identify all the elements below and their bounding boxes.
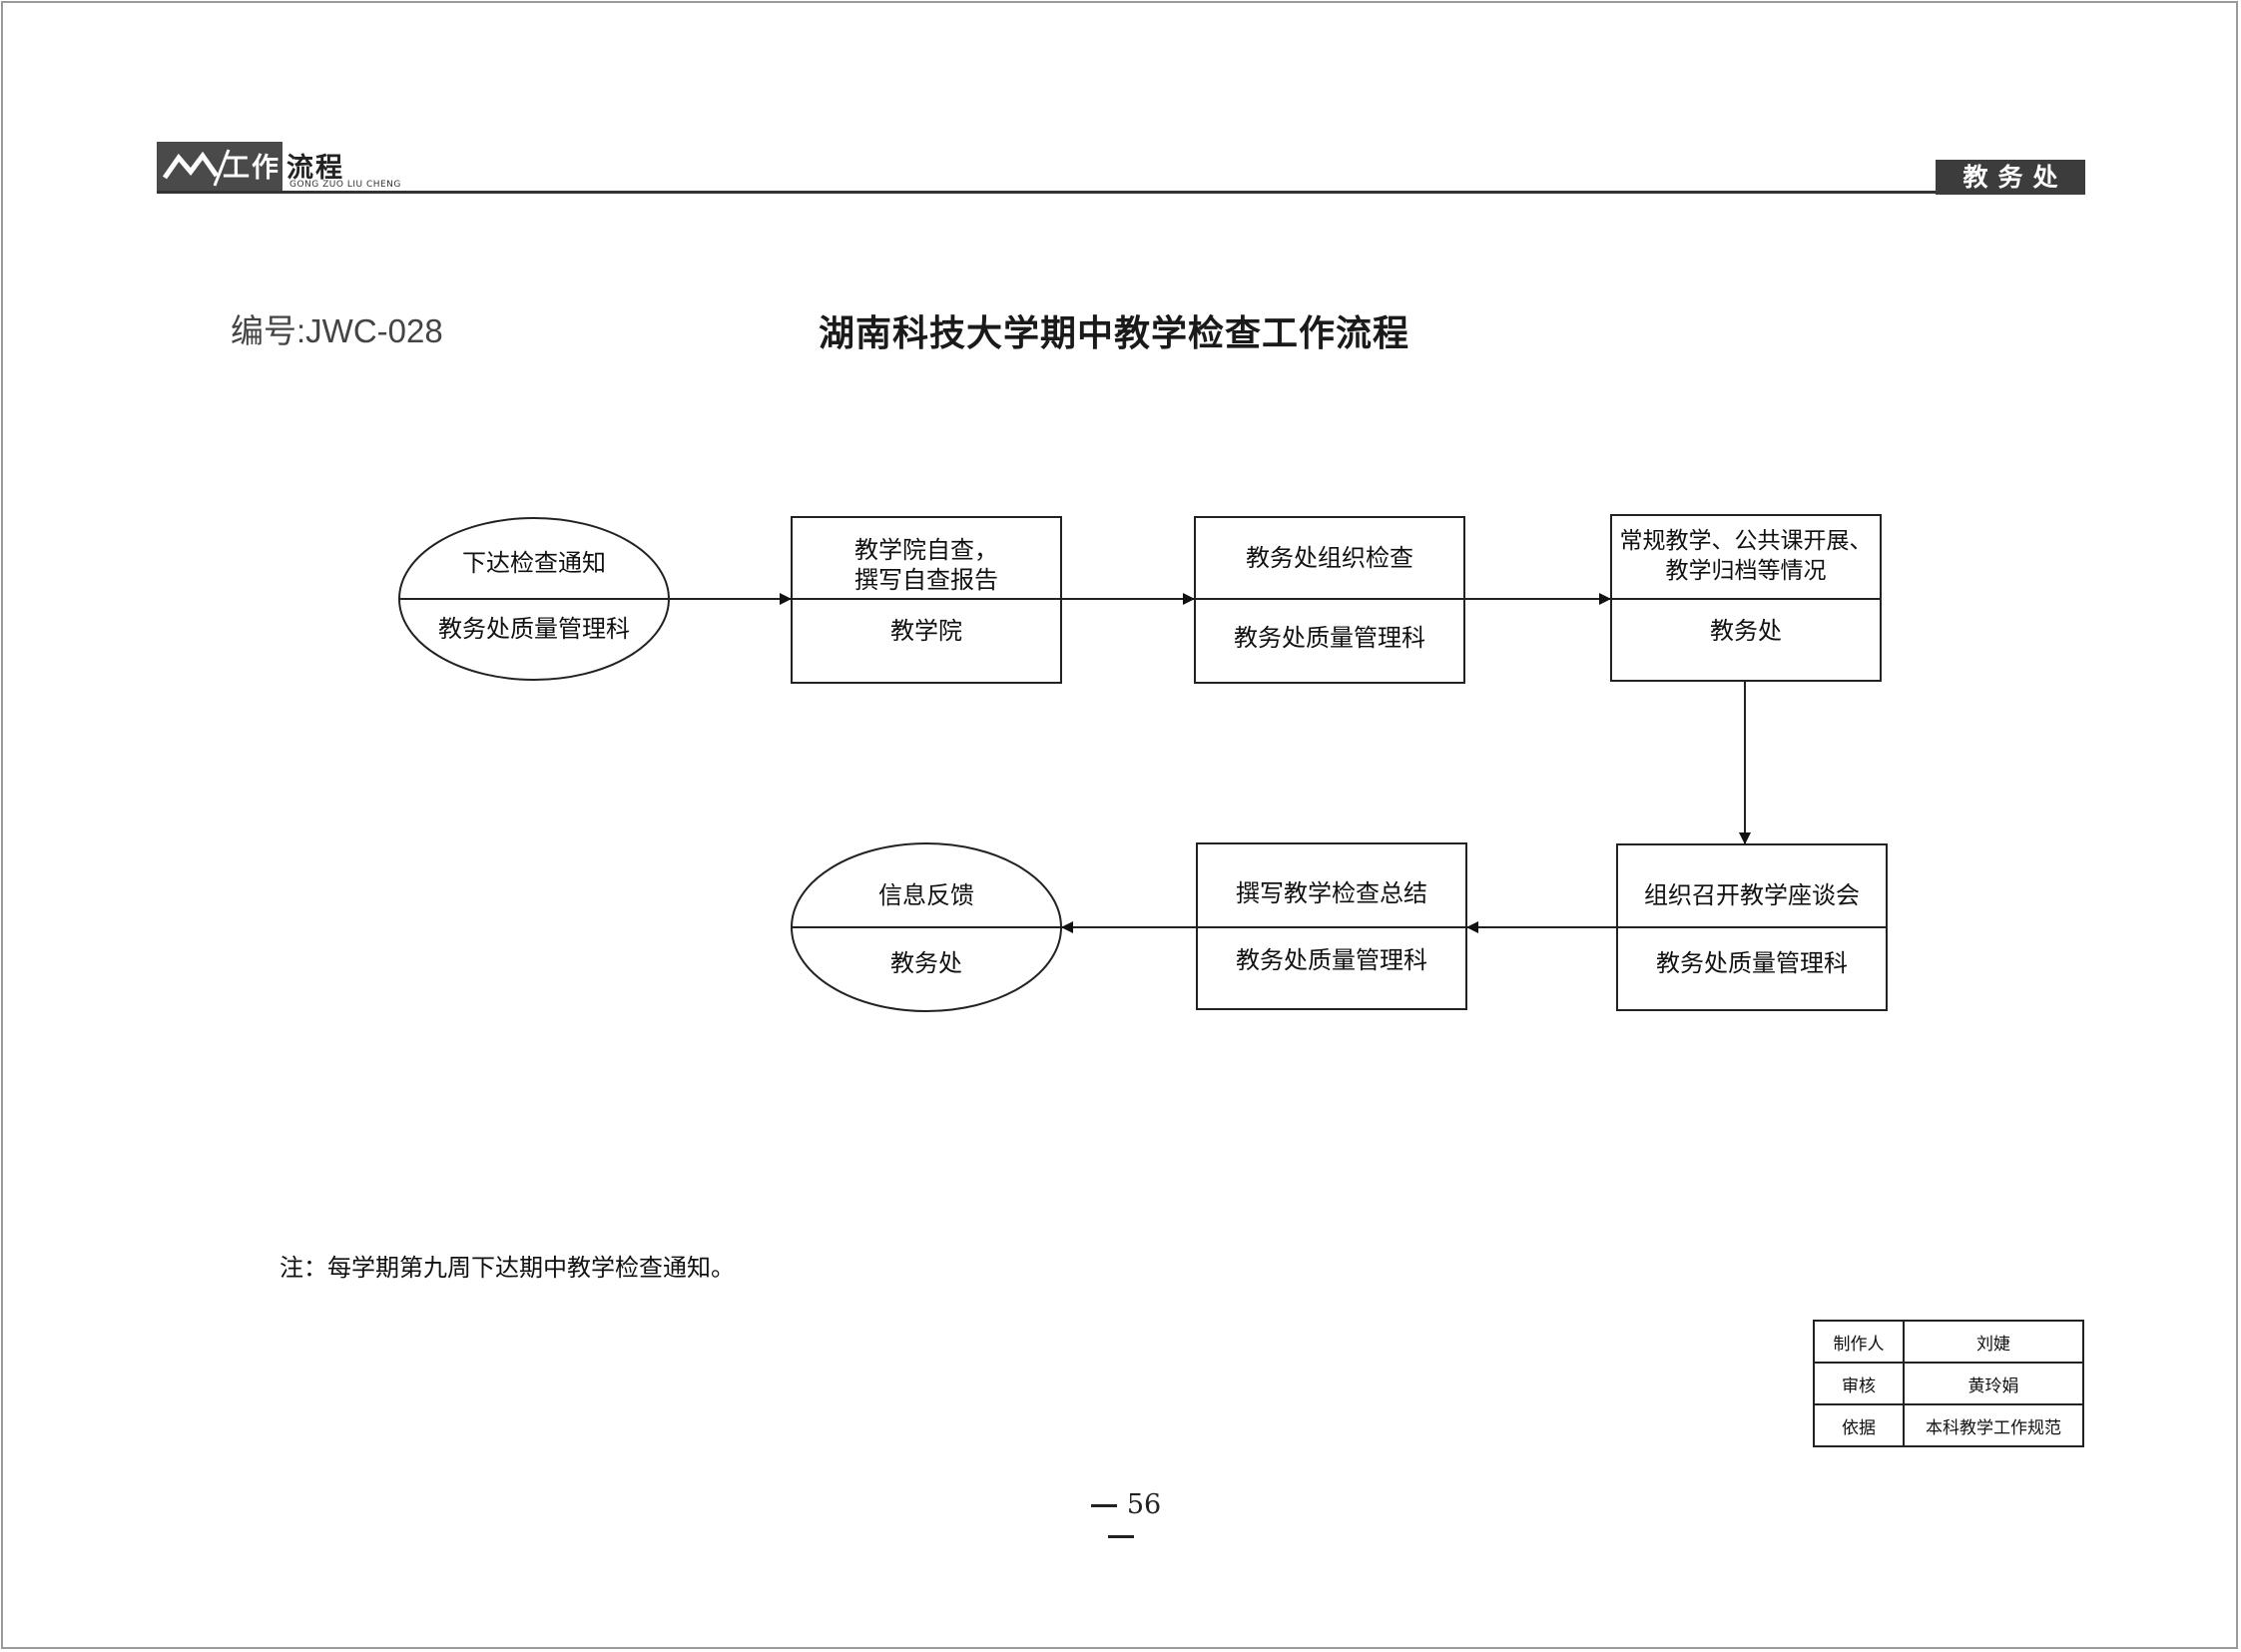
signoff-label: 制作人 bbox=[1813, 1320, 1905, 1364]
page-number: 56 bbox=[1058, 1489, 1184, 1551]
page-number-dash-left bbox=[1090, 1504, 1117, 1507]
node-n5-shape bbox=[1616, 843, 1888, 1011]
signoff-row: 制作人 刘婕 bbox=[1813, 1320, 2084, 1364]
logo-badge: 工作 bbox=[157, 142, 282, 194]
node-n2-owner: 教学院 bbox=[890, 617, 962, 645]
node-n4-shape bbox=[1610, 514, 1882, 682]
department-badge: 教务处 bbox=[1936, 160, 2085, 195]
node-n6-owner: 教务处质量管理科 bbox=[1236, 946, 1427, 974]
document-code: 编号:JWC-028 bbox=[231, 312, 443, 349]
node-n4-action: 常规教学、公共课开展、 教学归档等情况 bbox=[1619, 528, 1873, 584]
document-title: 湖南科技大学期中教学检查工作流程 bbox=[819, 313, 1410, 354]
logo-accent-text: 流程 bbox=[286, 153, 344, 184]
header-rule bbox=[157, 191, 2085, 194]
node-n6-action: 撰写教学检查总结 bbox=[1236, 879, 1427, 907]
logo-subtitle: GONG ZUO LIU CHENG bbox=[289, 180, 401, 190]
node-n5-action: 组织召开教学座谈会 bbox=[1644, 881, 1860, 909]
logo-main-text: 工作 bbox=[223, 153, 280, 184]
node-n2-shape bbox=[791, 516, 1062, 684]
node-n3-shape bbox=[1194, 516, 1465, 684]
page-number-value: 56 bbox=[1126, 1489, 1162, 1520]
signoff-label: 审核 bbox=[1813, 1362, 1905, 1405]
node-n3-owner: 教务处质量管理科 bbox=[1234, 624, 1425, 652]
signoff-row: 依据 本科教学工作规范 bbox=[1813, 1403, 2084, 1447]
node-n4-owner: 教务处 bbox=[1710, 617, 1782, 645]
signoff-row: 审核 黄玲娟 bbox=[1813, 1362, 2084, 1405]
signoff-table: 制作人 刘婕 审核 黄玲娟 依据 本科教学工作规范 bbox=[1813, 1320, 2084, 1447]
node-n7-owner: 教务处 bbox=[890, 949, 962, 977]
node-n1-action: 下达检查通知 bbox=[462, 549, 606, 577]
signoff-value: 黄玲娟 bbox=[1903, 1362, 2084, 1405]
page-number-dash-right bbox=[1108, 1535, 1134, 1538]
node-n6-shape bbox=[1196, 842, 1467, 1010]
node-n3-action: 教务处组织检查 bbox=[1246, 544, 1413, 572]
mountain-logo-icon bbox=[162, 149, 231, 187]
node-n7-shape bbox=[791, 842, 1062, 1012]
node-n7-action: 信息反馈 bbox=[878, 881, 974, 909]
signoff-label: 依据 bbox=[1813, 1403, 1905, 1447]
signoff-value: 刘婕 bbox=[1903, 1320, 2084, 1364]
node-n5-owner: 教务处质量管理科 bbox=[1656, 949, 1848, 977]
node-n1-owner: 教务处质量管理科 bbox=[438, 615, 630, 643]
signoff-value: 本科教学工作规范 bbox=[1903, 1403, 2084, 1447]
node-n2-action: 教学院自查， 撰写自查报告 bbox=[854, 536, 998, 594]
footnote: 注：每学期第九周下达期中教学检查通知。 bbox=[280, 1254, 735, 1282]
node-n1-shape bbox=[398, 517, 670, 681]
